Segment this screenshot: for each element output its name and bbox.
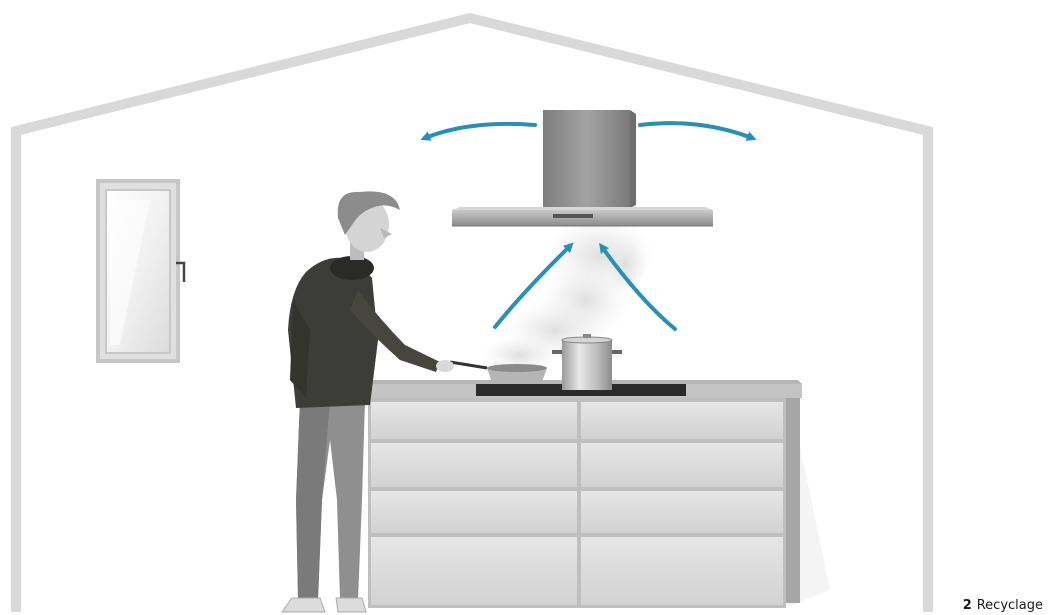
frying-pan-icon xyxy=(450,362,547,382)
airflow-arrow-icon xyxy=(640,123,752,138)
island-drawers xyxy=(371,402,783,605)
range-hood-icon xyxy=(452,110,713,226)
cooking-pot-icon xyxy=(552,334,622,390)
figure-number: 2 xyxy=(963,598,972,613)
kitchen-island xyxy=(362,380,830,608)
airflow-arrow-icon xyxy=(425,124,535,138)
window-icon xyxy=(96,179,184,363)
figure-label: Recyclage xyxy=(977,598,1043,613)
figure-caption: 2 Recyclage xyxy=(963,598,1043,613)
